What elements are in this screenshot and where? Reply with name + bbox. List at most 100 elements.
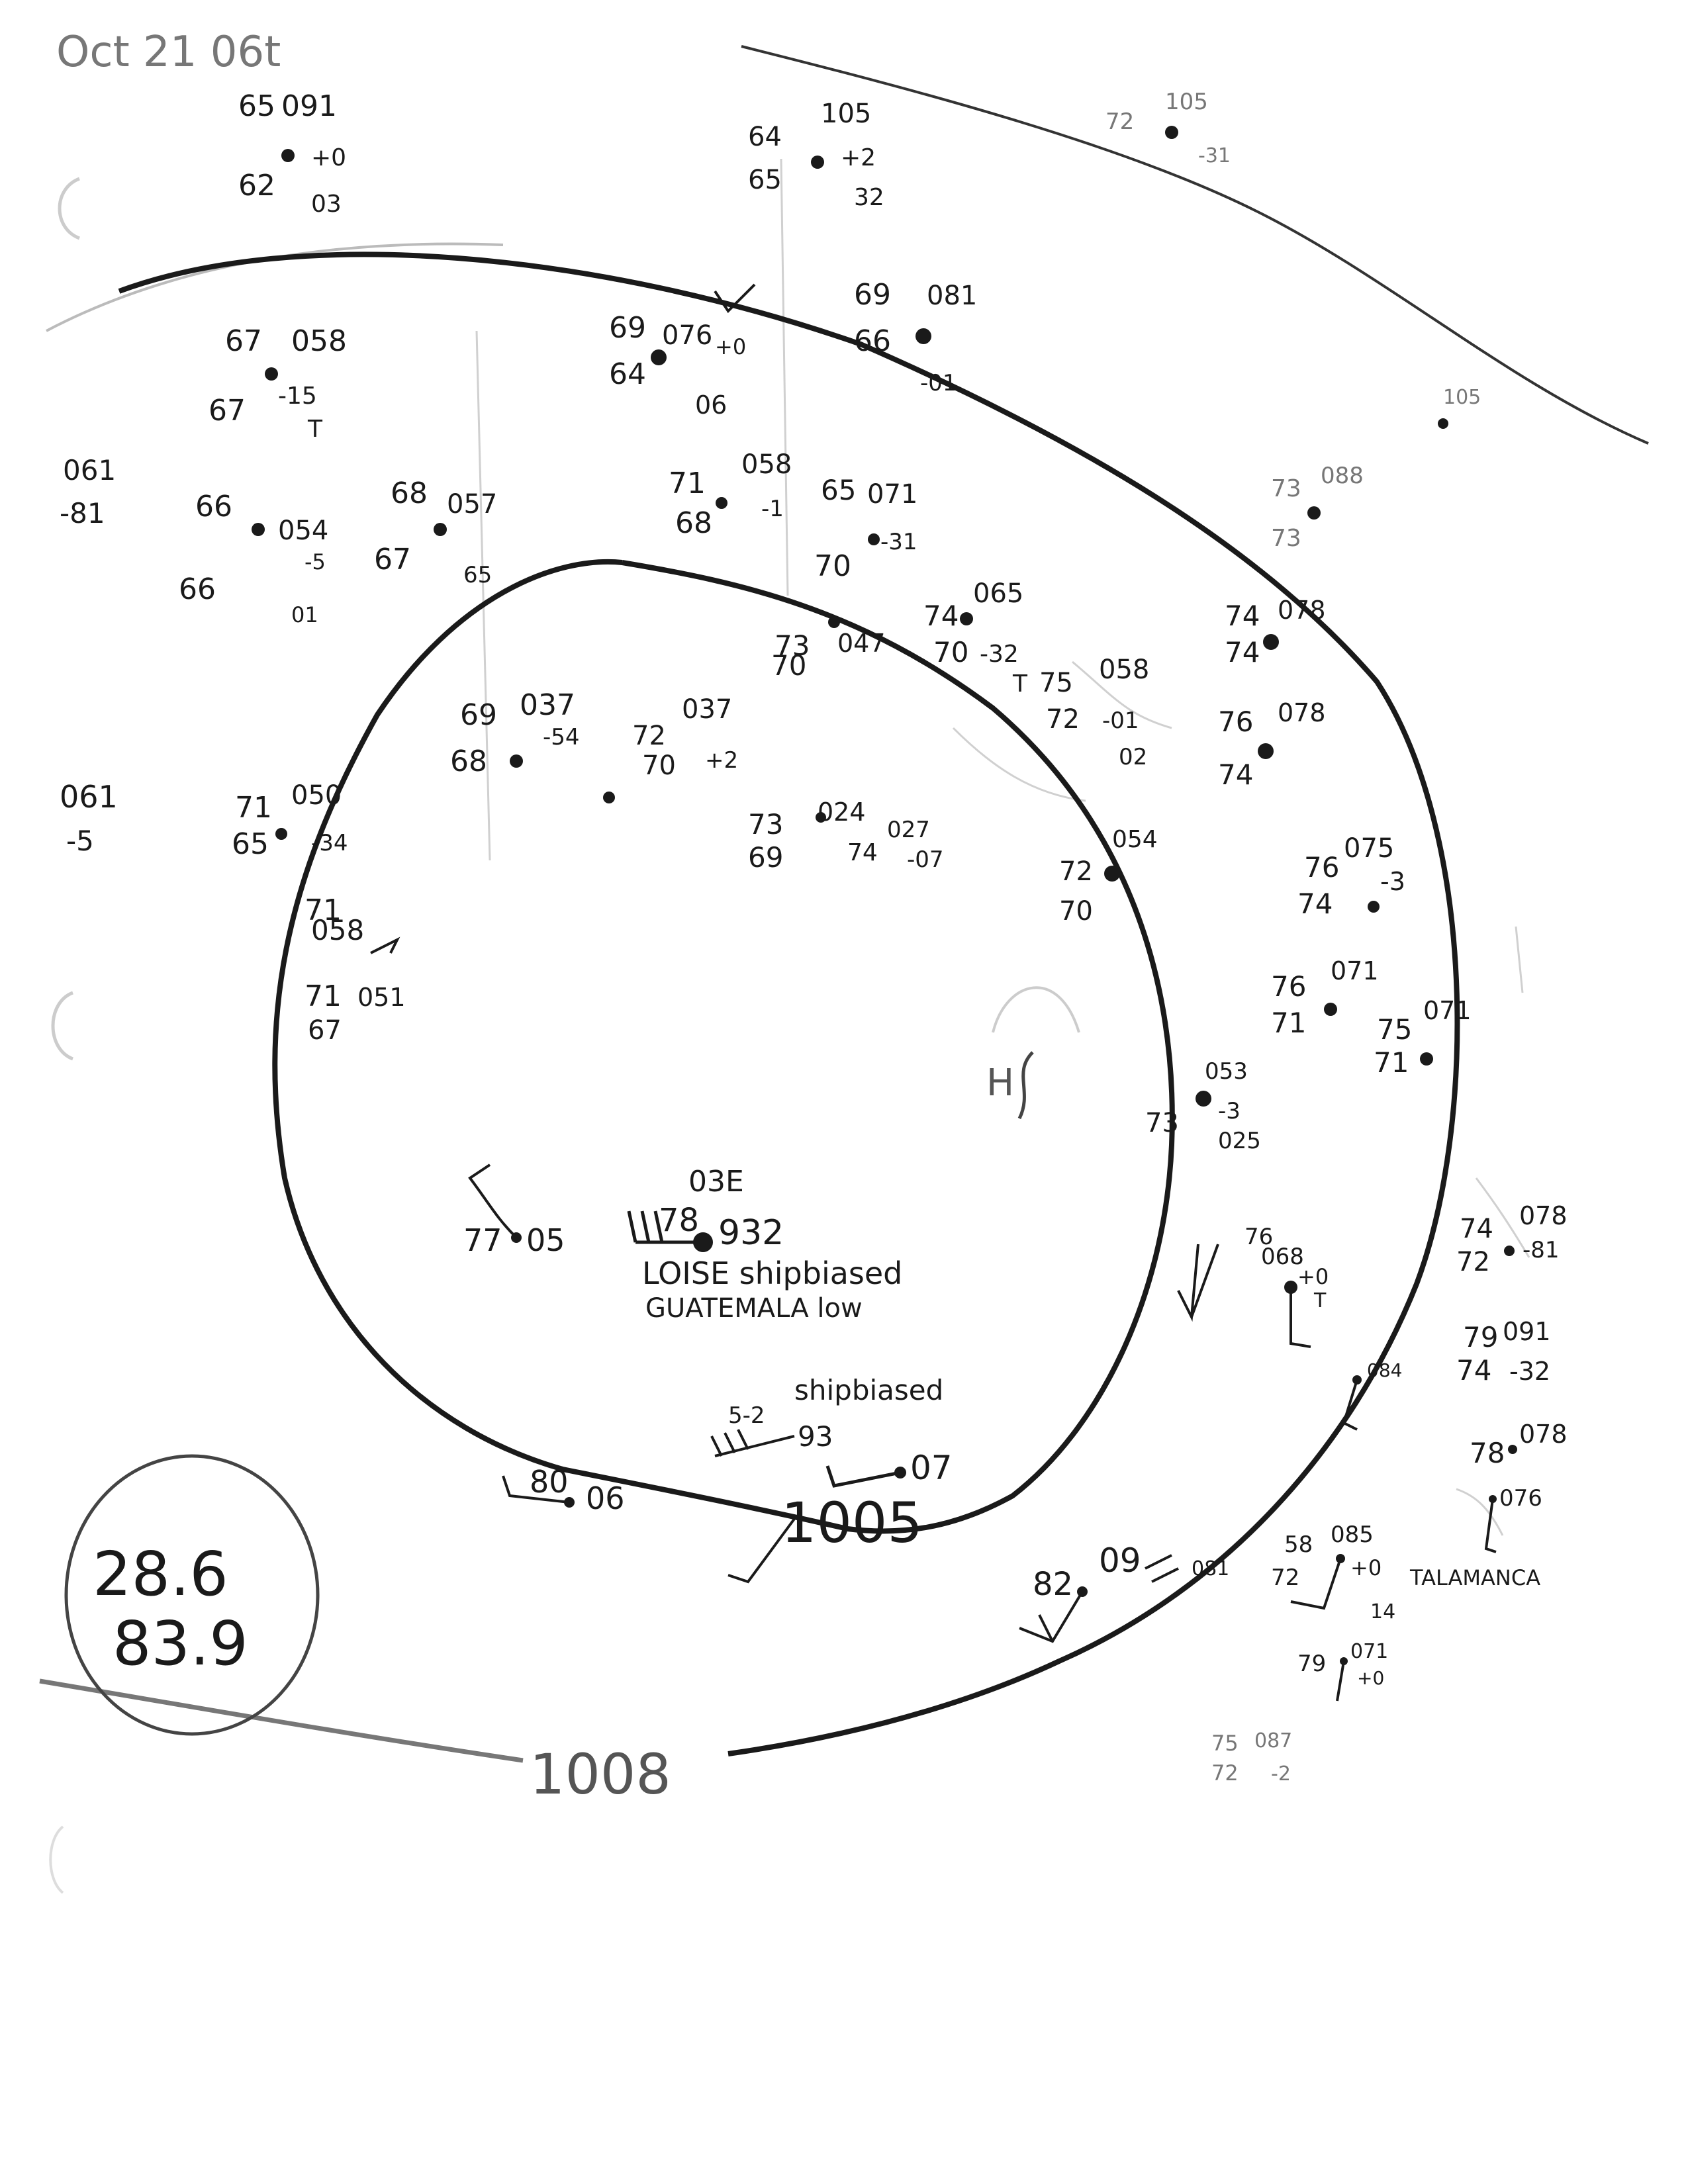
station-dot [1420,1052,1433,1066]
station-pressure: 076 [662,320,712,351]
station-dew: 72 [1046,704,1080,735]
station-31: 82 09 081 [1019,1541,1229,1643]
station-pressure: 078 [1278,698,1326,727]
date-label: Oct 21 06t [56,28,281,77]
station-temp: 71 [305,893,342,927]
station-wind-barb [825,1465,901,1488]
station-dot [816,812,826,823]
isobar-1008 [118,251,1460,1756]
station-pressure: 071 [1331,956,1379,985]
station-pressure: 091 [1503,1317,1551,1346]
station-pressure: 09 [1099,1541,1141,1580]
station-tendency: -1 [761,496,784,522]
station-dot [915,328,931,344]
station-temp: 75 [1377,1013,1412,1046]
station-3: 69 081 66 -01 [854,278,977,396]
station-dew: 73 [1271,525,1301,552]
station-pressure: 037 [682,694,732,725]
station-tendency: -81 [60,497,105,529]
station-dew: 74 [1297,887,1333,920]
isobar-1005 [272,559,1175,1534]
station-5: 66 054 66 -5 01 [179,490,328,627]
station-pressure: 076 [1499,1485,1542,1512]
station-dew: 72 [1456,1247,1490,1277]
station-16: 75 058 72 -01 02 [1039,655,1149,770]
station-30: 07 [825,1449,953,1488]
low-temp: 78 [659,1202,699,1239]
station-dot [811,156,824,169]
station-43: 105 [1438,386,1481,429]
high-symbol: H [986,1062,1014,1105]
station-dot [716,497,727,509]
station-dew: 62 [238,169,275,203]
station-wind-barb [1019,1590,1084,1643]
station-temp: 74 [847,839,878,866]
station-7: 71 058 68 -1 [669,449,792,540]
station-dew: 74 [1225,636,1260,668]
station-temp: 76 [1244,1224,1273,1250]
high-faint-arcs [992,986,1080,1033]
faint-grid-lines [475,158,1530,1536]
station-13: 73 024 69 [748,797,866,874]
station-tendency: +0 [1357,1667,1384,1689]
station-extra: 32 [854,184,884,211]
station-tendency: -5 [305,549,326,574]
station-42: 72 105 -31 [1105,89,1231,167]
station-pressure: 085 [1331,1522,1374,1548]
station-extra: 02 [1119,744,1147,770]
station-temp: 71 [305,979,342,1013]
station-extra: T [1012,670,1028,698]
station-35: 084 [1342,1359,1402,1431]
station-29: 80 06 [502,1464,625,1516]
station-dew: 72 [1271,1565,1299,1591]
coordinate-circle [64,1454,320,1736]
station-39: 79 071 +0 14 [1297,1600,1395,1702]
station-37: 58 085 72 +0 [1271,1522,1382,1610]
station-0: 65 091 62 +0 03 [238,89,346,218]
station-tendency: +2 [705,747,738,774]
station-dew: 67 [374,543,411,576]
station-34: 79 091 74 -32 [1456,1317,1551,1387]
station-15: 74 065 70 -32 T [923,578,1028,698]
station-wind-barb [1342,1379,1358,1431]
station-dot [434,523,447,536]
station-temp: 73 [1271,475,1301,502]
station-tendency: -01 [920,370,957,396]
high-swirl [1017,1051,1034,1120]
station-pressure: 068 [1261,1244,1304,1270]
station-temp: 82 [1033,1566,1073,1603]
station-4: 67 058 67 -15 T [209,324,347,443]
station-wind-barb [1290,1558,1342,1610]
station-11: 71 050 65 -34 [232,780,348,861]
station-tendency: -31 [880,529,917,555]
station-6: 68 057 67 65 [374,477,497,588]
station-dot [1263,634,1279,650]
station-tendency: +2 [841,144,876,171]
station-pressure: 071 [867,479,917,510]
station-temp: 69 [460,698,497,732]
station-pressure: 071 [1350,1640,1388,1663]
station-dew: 74 [1456,1354,1491,1387]
station-temp: 64 [748,122,782,152]
station-pressure: 024 [818,797,866,827]
station-33: 76 068 +0 T [1244,1224,1329,1348]
station-tendency: -34 [311,830,348,856]
isobar-1005-label: 1005 [781,1490,923,1555]
station-tendency: -81 [1523,1237,1560,1263]
station-dot [265,367,278,381]
station-extra: T [1313,1289,1327,1312]
station-temp: 65 [821,474,856,506]
station-pressure: 054 [1112,826,1158,853]
station-26: 061 -5 [60,779,118,857]
station-9: 69 037 68 -54 [450,688,580,778]
station-layer: 65 091 62 +0 03 64 105 65 +2 32 69 076 6… [60,89,1568,1786]
station-wind-barb [468,1163,518,1239]
guatemala-low: 03E 78 932 LOISE shipbiased GUATEMALA lo… [627,1165,902,1324]
station-temp: 79 [1463,1321,1498,1353]
station-temp: 76 [1218,705,1253,738]
station-extra: 01 [291,602,318,627]
station-1: 64 105 65 +2 32 [748,99,884,211]
station-dew: 70 [933,636,968,668]
station-temp: 74 [1225,600,1260,632]
